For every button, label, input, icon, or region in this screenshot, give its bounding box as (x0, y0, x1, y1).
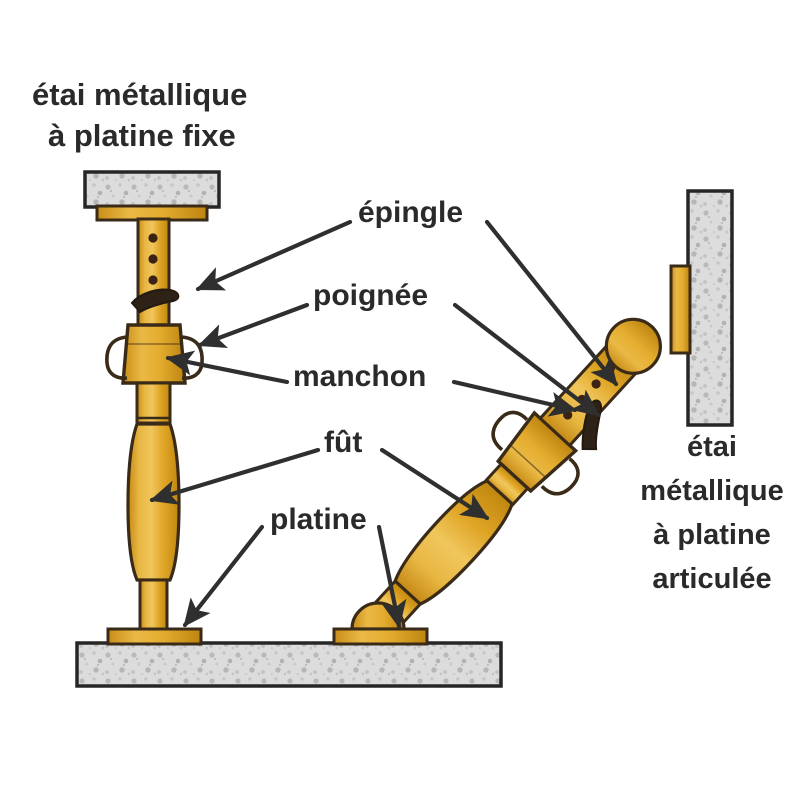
leader-manchon-right (451, 379, 578, 417)
poignee-inclined (491, 410, 580, 496)
platine-base-inclined (332, 627, 429, 646)
concrete-wall-panel (686, 189, 734, 427)
leader-fut-left (149, 447, 321, 505)
title-right-line4: articulée (652, 563, 771, 595)
title-right-line3: à platine (653, 519, 771, 551)
leader-manchon-left (165, 350, 290, 385)
fut-vertical (126, 381, 181, 634)
callout-label-fut: fût (324, 426, 362, 459)
leader-platine-right (376, 524, 407, 629)
fut-inclined (393, 461, 530, 606)
epingle-vertical (130, 288, 180, 314)
title-right-line2: métallique (640, 475, 783, 507)
title-right-line1: étai (687, 431, 737, 463)
manchon-inclined (495, 410, 579, 494)
callout-label-poignee: poignée (313, 279, 428, 312)
callout-leaders (149, 219, 619, 629)
concrete-floor-slab (75, 641, 503, 688)
callout-label-platine: platine (270, 503, 367, 536)
manchon-vertical (121, 323, 187, 385)
platine-wall-inclined (669, 264, 692, 355)
leader-poignee-left (197, 302, 310, 348)
title-left-line1: étai métallique (32, 77, 247, 112)
leader-epingle-left (195, 219, 353, 292)
callout-label-manchon: manchon (293, 360, 426, 393)
callout-label-epingle: épingle (358, 196, 463, 229)
inclined-prop-articulated-base (367, 317, 662, 635)
vertical-prop-fixed-base (95, 204, 209, 646)
leader-fut-right (379, 447, 490, 521)
concrete-beam-top (83, 170, 221, 209)
leader-platine-left (182, 524, 265, 628)
title-left-line2: à platine fixe (48, 118, 236, 153)
platine-base-vertical (106, 627, 203, 646)
leader-epingle-right (484, 219, 619, 387)
